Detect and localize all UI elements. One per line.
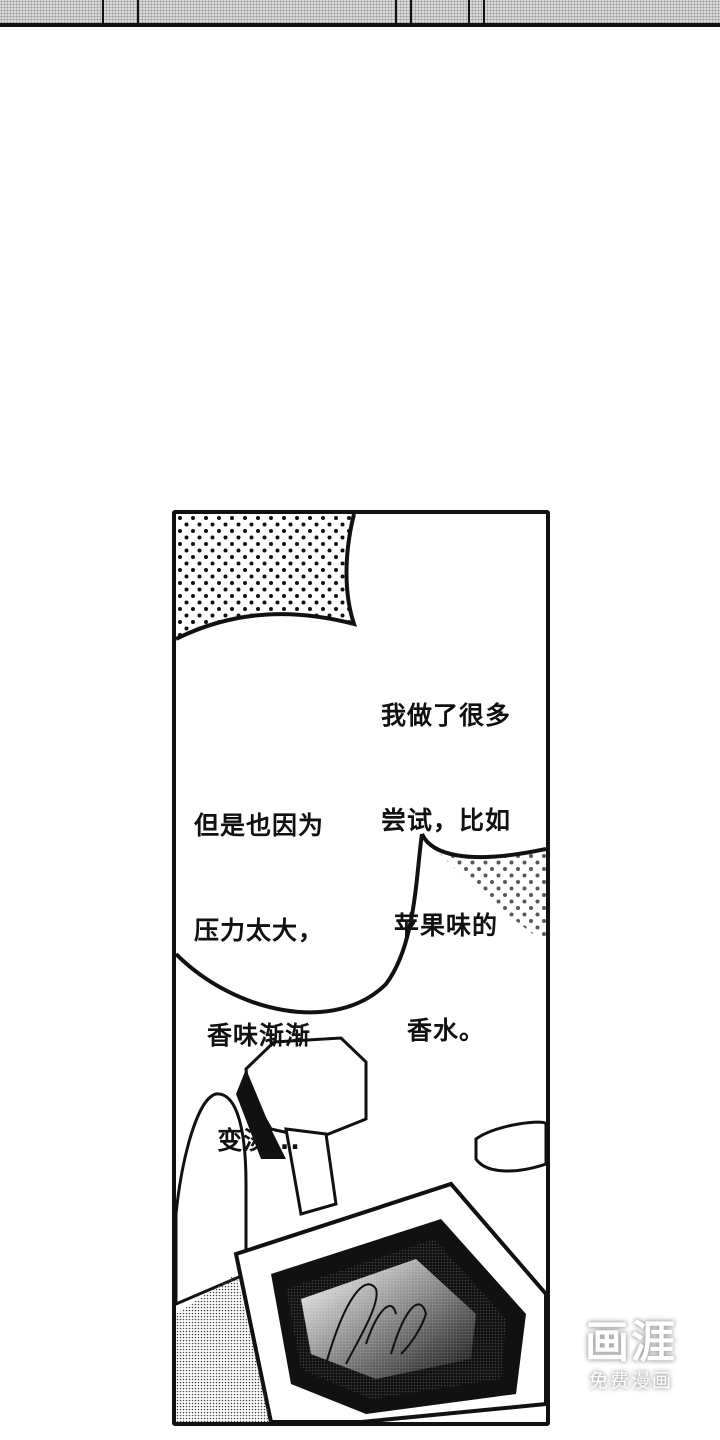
panel-artwork [176, 514, 546, 1422]
art-line [468, 0, 470, 23]
panel-border [0, 23, 720, 27]
bubble-line: 压力太大， [194, 916, 325, 945]
watermark-logo: 画涯 [585, 1317, 677, 1368]
watermark: 画涯 免费漫画 [566, 1318, 696, 1394]
speech-bubble-left: 但是也因为 压力太大， 香味渐渐 变淡... [194, 738, 324, 1228]
bubble-line: 我做了很多 [381, 701, 512, 730]
bubble-line: 尝试，比如 [381, 806, 512, 835]
art-line [102, 0, 104, 23]
bubble-line: 变淡... [217, 1126, 301, 1155]
art-line [483, 0, 485, 23]
comic-panel: 我做了很多 尝试，比如 苹果味的 香水。 但是也因为 压力太大， 香味渐渐 变淡… [172, 510, 550, 1426]
bubble-line: 但是也因为 [194, 811, 325, 840]
watermark-subtitle: 免费漫画 [588, 1370, 673, 1392]
bubble-line: 香水。 [407, 1016, 486, 1045]
speech-bubble-right: 我做了很多 尝试，比如 苹果味的 香水。 [381, 628, 511, 1118]
bubble-line: 香味渐渐 [207, 1021, 312, 1050]
art-line [410, 0, 412, 23]
art-line [137, 0, 139, 23]
previous-panel-bottom [0, 0, 720, 23]
art-line [395, 0, 397, 23]
bubble-line: 苹果味的 [394, 911, 499, 940]
